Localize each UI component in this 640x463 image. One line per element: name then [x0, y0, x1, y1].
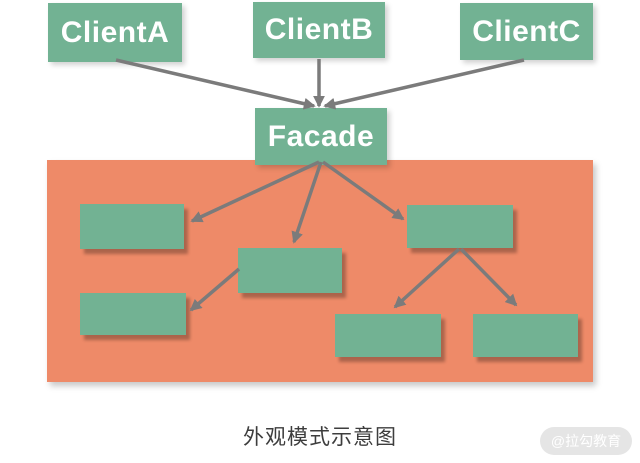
node-clientC: ClientC — [460, 3, 593, 60]
node-clientB: ClientB — [253, 2, 385, 58]
subsystem-module-2 — [238, 248, 342, 293]
edge-clientC-to-facade — [323, 58, 525, 110]
node-clientC-label: ClientC — [472, 14, 581, 48]
node-facade-label: Facade — [267, 119, 375, 153]
subsystem-module-1 — [80, 204, 184, 249]
node-clientA: ClientA — [48, 3, 182, 62]
node-clientB-label: ClientB — [264, 13, 374, 46]
node-facade: Facade — [255, 108, 387, 165]
subsystem-module-4 — [80, 293, 186, 335]
node-clientA-label: ClientA — [60, 15, 170, 49]
subsystem-module-6 — [473, 314, 578, 357]
watermark-text: @拉勾教育 — [550, 433, 622, 449]
watermark-badge: @拉勾教育 — [540, 427, 632, 455]
edge-clientA-to-facade — [115, 58, 316, 110]
subsystem-module-3 — [407, 205, 513, 248]
subsystem-module-5 — [335, 314, 441, 357]
diagram-caption: 外观模式示意图 — [243, 426, 397, 449]
